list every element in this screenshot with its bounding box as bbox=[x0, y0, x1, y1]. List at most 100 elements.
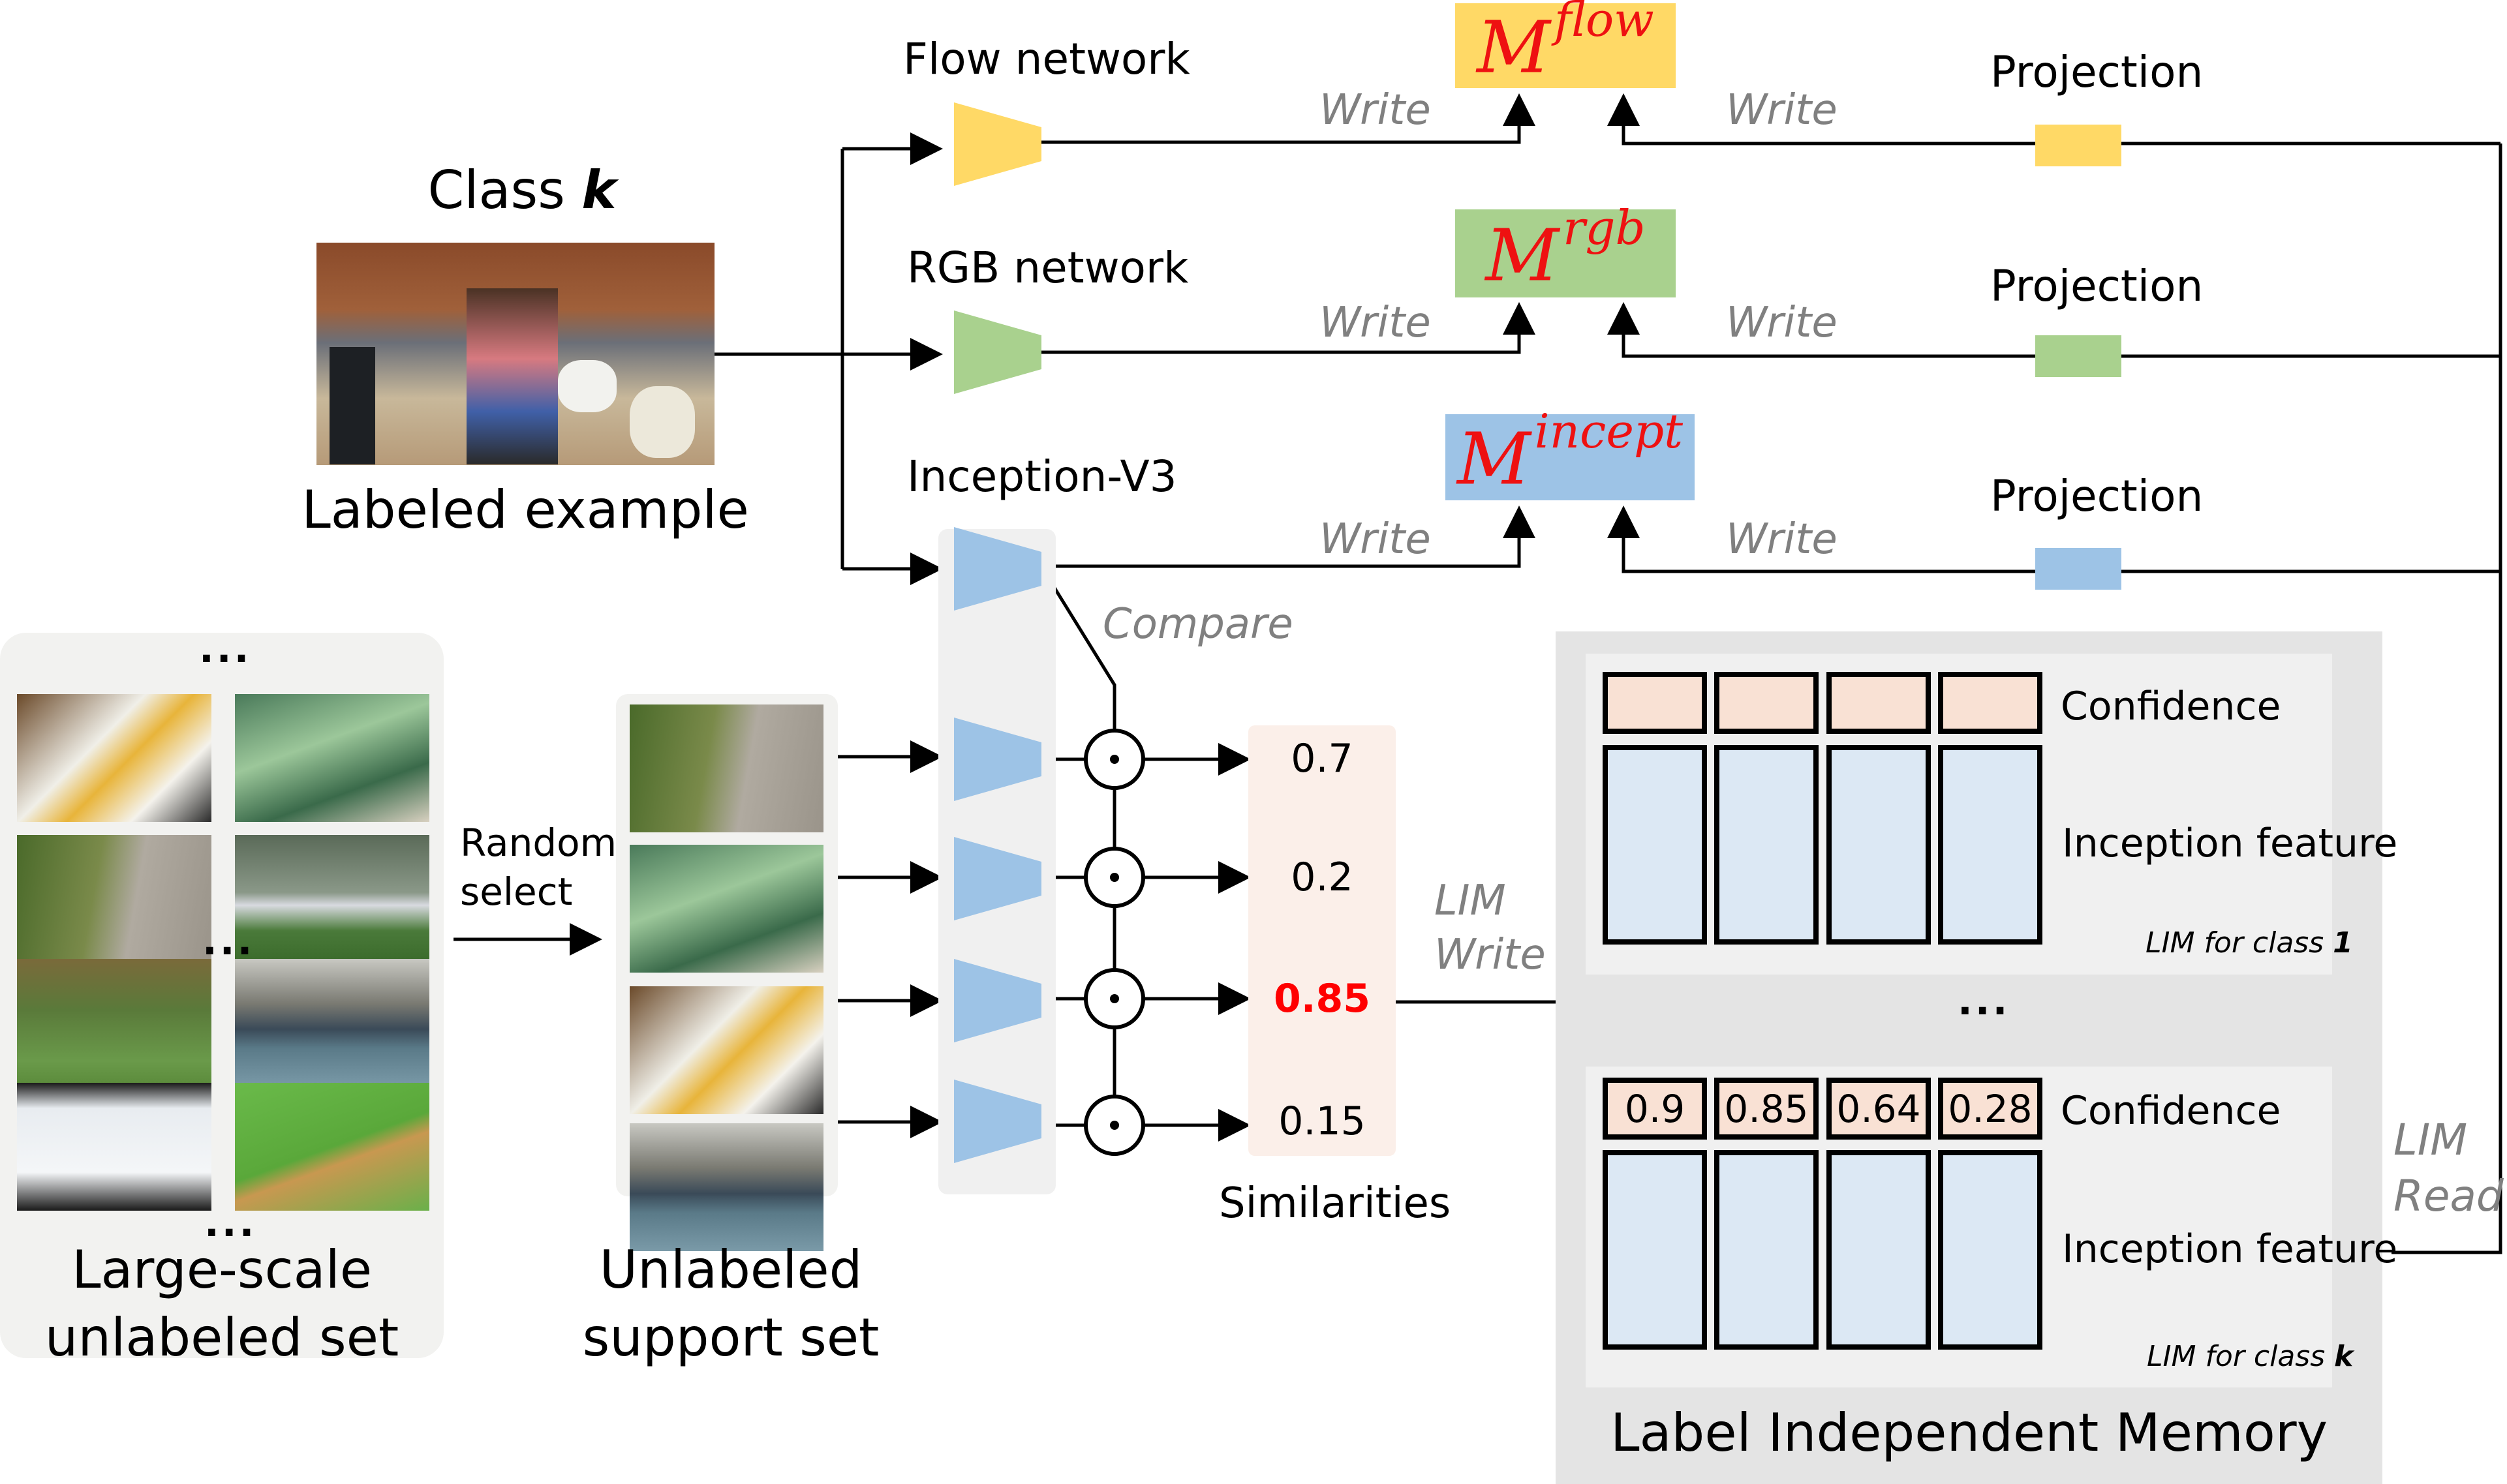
image-person bbox=[467, 288, 558, 464]
lim-class-k-feature-cell bbox=[1938, 1150, 2042, 1350]
rgb-network-encoder bbox=[954, 310, 1041, 394]
lim-class-1-confidence-cell bbox=[1826, 672, 1931, 734]
caption-line1: Large-scale bbox=[71, 1239, 373, 1300]
random-select-label: Random select bbox=[460, 819, 617, 917]
arrow-rgb-write bbox=[1041, 302, 1535, 354]
random-line1: Random bbox=[460, 821, 617, 865]
similarities-panel bbox=[1248, 725, 1396, 1156]
lim-class-1-feature-label: Inception feature bbox=[2062, 821, 2398, 866]
unlabeled-thumb-cycling bbox=[17, 835, 211, 963]
memory-flow-symbol: Mflow bbox=[1477, 0, 1654, 83]
support-thumb-greens bbox=[630, 845, 823, 973]
memory-sup: incept bbox=[1534, 404, 1683, 459]
unlabeled-thumb-greens bbox=[235, 694, 429, 822]
lim-class-1-confidence-cell bbox=[1938, 672, 2042, 734]
memory-rgb-symbol: Mrgb bbox=[1485, 204, 1645, 292]
image-mixer-bowl bbox=[630, 386, 695, 458]
memory-base: M bbox=[1485, 213, 1560, 297]
lim-read-line1: LIM bbox=[2393, 1115, 2468, 1165]
lim-read-label: LIM Read bbox=[2393, 1112, 2504, 1224]
memory-sup: flow bbox=[1554, 0, 1654, 48]
lim-read-line2: Read bbox=[2393, 1170, 2504, 1221]
arrow-flow-write bbox=[1041, 93, 1535, 144]
lim-class-k-feature-cell bbox=[1714, 1150, 1819, 1350]
projection-flow-box bbox=[2035, 125, 2121, 166]
write-label-incept-network: Write bbox=[1319, 515, 1431, 564]
caption-var: k bbox=[2334, 1340, 2354, 1373]
caption-line2: support set bbox=[582, 1307, 880, 1368]
lim-class-k-confidence-cell: 0.28 bbox=[1938, 1078, 2042, 1140]
memory-incept-box: Mincept bbox=[1445, 408, 1695, 501]
memory-base: M bbox=[1457, 417, 1531, 501]
caption-var: 1 bbox=[2333, 926, 2353, 960]
inception-encoder-support-3 bbox=[954, 959, 1041, 1042]
arrow-incept-write bbox=[1041, 506, 1535, 568]
inception-encoder-support-2 bbox=[954, 837, 1041, 920]
lim-class-1-feature-cell bbox=[1714, 745, 1819, 945]
memory-sup: rgb bbox=[1563, 200, 1646, 255]
lim-class-k-confidence-cell: 0.9 bbox=[1603, 1078, 1707, 1140]
lim-class-1-feature-cell bbox=[1603, 745, 1707, 945]
labeled-example-caption: Labeled example bbox=[301, 479, 749, 540]
lim-class-k-feature-label: Inception feature bbox=[2062, 1226, 2398, 1272]
memory-rgb-box: Mrgb bbox=[1455, 204, 1676, 297]
lim-class-k-caption: LIM for class k bbox=[2147, 1340, 2353, 1373]
arrow-projection-incept-write bbox=[1607, 506, 2500, 573]
lim-class-1-feature-cell bbox=[1826, 745, 1931, 945]
lim-class-k-confidence-cell: 0.64 bbox=[1826, 1078, 1931, 1140]
unlabeled-thumb-black-dog bbox=[17, 959, 211, 1087]
caption-line2: unlabeled set bbox=[44, 1307, 399, 1368]
similarity-value: 0.2 bbox=[1291, 855, 1353, 900]
lim-class-k-feature-cell bbox=[1826, 1150, 1931, 1350]
similarity-value-highlighted: 0.85 bbox=[1273, 976, 1371, 1022]
unlabeled-set-ellipsis-top: ... bbox=[199, 626, 252, 672]
write-label-incept-projection: Write bbox=[1726, 515, 1838, 564]
inception-network-encoder bbox=[954, 527, 1041, 611]
dot-product-operator-2 bbox=[1084, 847, 1145, 908]
unlabeled-set-caption: Large-scale unlabeled set bbox=[20, 1236, 424, 1372]
image-mixer-black bbox=[330, 347, 375, 464]
support-thumb-ship bbox=[630, 1123, 823, 1251]
unlabeled-set-ellipsis-bottom: ... bbox=[204, 1200, 257, 1246]
projection-incept-box bbox=[2035, 548, 2121, 590]
unlabeled-thumb-ship bbox=[235, 959, 429, 1087]
random-line2: select bbox=[460, 870, 573, 915]
caption-prefix: LIM for class bbox=[2147, 1340, 2326, 1373]
lim-ellipsis: ... bbox=[1958, 978, 2010, 1024]
flow-network-encoder bbox=[954, 102, 1041, 186]
unlabeled-thumb-airplane bbox=[235, 835, 429, 963]
image-flowers bbox=[558, 360, 617, 412]
write-label-rgb-network: Write bbox=[1319, 299, 1431, 347]
dot-product-operator-3 bbox=[1084, 968, 1145, 1029]
similarities-label: Similarities bbox=[1219, 1179, 1451, 1228]
support-thumb-cooking bbox=[630, 986, 823, 1114]
lim-class-1-caption: LIM for class 1 bbox=[2146, 926, 2353, 960]
projection-label-incept: Projection bbox=[1990, 471, 2204, 521]
flow-network-label: Flow network bbox=[903, 34, 1190, 84]
inception-encoder-support-1 bbox=[954, 718, 1041, 801]
unlabeled-set-ellipsis-mid: ... bbox=[202, 918, 255, 964]
arrow-projection-flow-write bbox=[1607, 93, 2500, 145]
lim-class-k-confidence-cell: 0.85 bbox=[1714, 1078, 1819, 1140]
similarity-value: 0.15 bbox=[1278, 1098, 1366, 1144]
unlabeled-thumb-cooking bbox=[17, 694, 211, 822]
similarity-value: 0.7 bbox=[1291, 736, 1353, 781]
support-set-caption: Unlabeled support set bbox=[574, 1236, 887, 1372]
projection-label-rgb: Projection bbox=[1990, 261, 2204, 311]
lim-title: Label Independent Memory bbox=[1610, 1402, 2328, 1463]
lim-class-k-confidence-label: Confidence bbox=[2061, 1088, 2281, 1134]
unlabeled-thumb-lion-cubs bbox=[235, 1083, 429, 1211]
lim-class-1-confidence-cell bbox=[1603, 672, 1707, 734]
write-label-rgb-projection: Write bbox=[1726, 299, 1838, 347]
dot-product-operator-4 bbox=[1084, 1095, 1145, 1156]
line-lim-read bbox=[2392, 144, 2502, 1254]
lim-write-line2: Write bbox=[1434, 931, 1546, 980]
arrow-projection-rgb-write bbox=[1607, 302, 2500, 358]
write-label-flow-network: Write bbox=[1319, 86, 1431, 134]
lim-class-1-confidence-cell bbox=[1714, 672, 1819, 734]
lim-class-k-feature-cell bbox=[1603, 1150, 1707, 1350]
compare-label: Compare bbox=[1103, 600, 1293, 648]
class-prefix: Class bbox=[427, 160, 565, 220]
support-thumb-cycling bbox=[630, 704, 823, 832]
caption-prefix: LIM for class bbox=[2146, 926, 2324, 960]
